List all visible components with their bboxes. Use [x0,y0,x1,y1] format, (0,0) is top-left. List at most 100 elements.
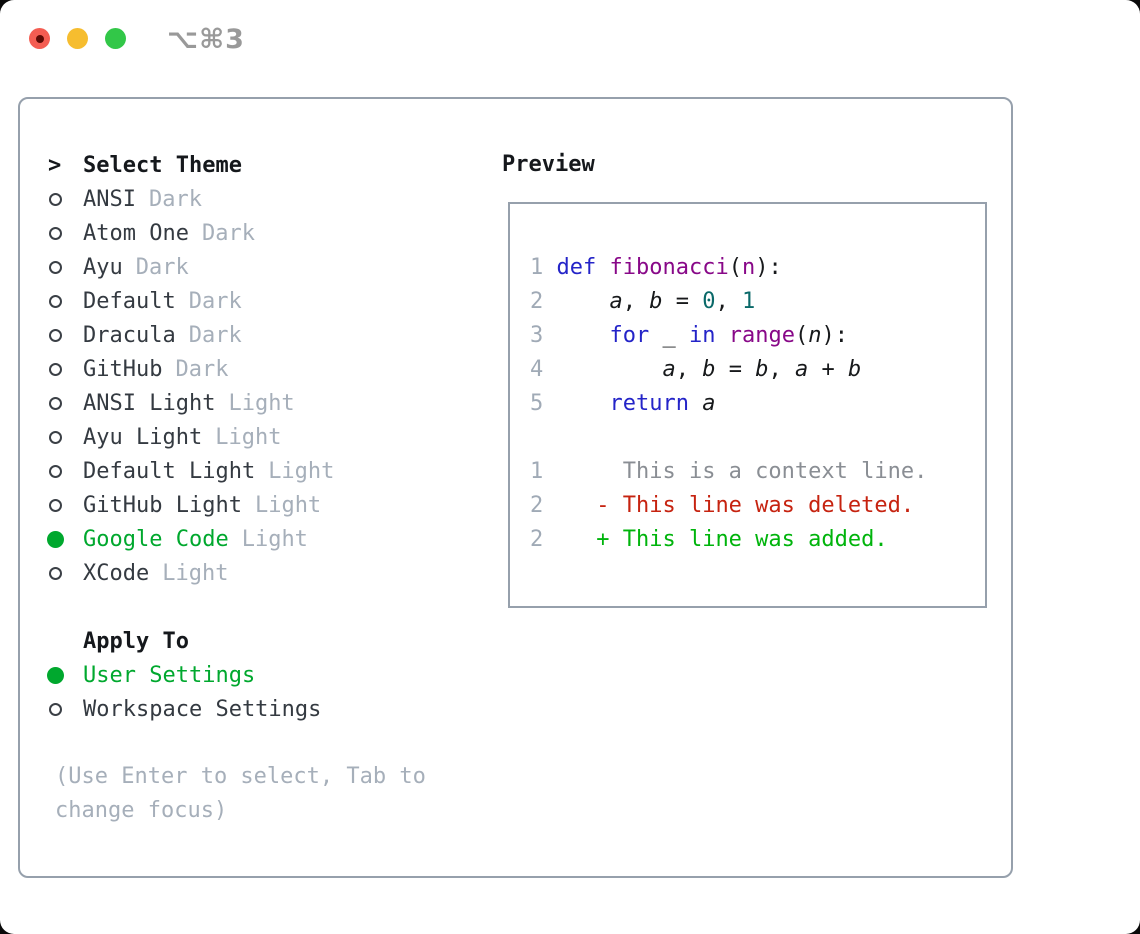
token-pln [557,289,610,314]
token-num: 5 [530,391,557,416]
radio-marker [47,666,83,684]
preview-line: 1 def fibonacci(n): [530,251,985,285]
theme-name: ANSI [83,186,136,212]
radio-marker [48,328,83,342]
theme-variant: Light [228,390,295,416]
radio-marker [48,566,83,580]
token-var: n [808,323,822,348]
token-pln [715,323,728,348]
theme-variant: Dark [188,322,242,348]
theme-name: Default [83,288,176,314]
token-add: + This line was added. [556,527,888,552]
token-var: b [847,357,862,382]
apply-option-user-settings[interactable]: User Settings [47,658,426,692]
token-var: a [702,391,716,416]
theme-option-default[interactable]: Default Dark [48,284,426,318]
token-var: b [755,357,769,382]
zoom-button[interactable] [105,28,126,49]
theme-option-ayu-light[interactable]: Ayu Light Light [48,420,426,454]
prompt-icon: > [48,152,62,178]
theme-name: Default Light [83,458,256,484]
token-num: 2 [530,527,557,552]
token-var: b [702,357,716,382]
theme-name: Ayu [83,254,123,280]
radio-marker [48,260,83,274]
token-kw: for [609,323,650,348]
radio-marker [48,430,83,444]
select-theme-header: > Select Theme [48,148,426,182]
theme-name: XCode [83,560,150,586]
token-ctx: This is a context line. [556,459,928,484]
minimize-button[interactable] [67,28,88,49]
window-title: ⌥⌘3 [167,24,245,55]
close-button[interactable] [29,28,50,49]
radio-marker [48,192,83,206]
radio-unselected-icon [49,260,62,274]
radio-unselected-icon [49,226,62,240]
help-text-line: (Use Enter to select, Tab to [55,764,426,789]
token-pln: ): [755,255,782,280]
token-num: 1 [530,255,557,280]
theme-name: GitHub Light [83,492,242,518]
radio-selected-icon [47,530,64,548]
token-var: a [609,289,623,314]
spacer [48,590,426,624]
token-lit: 1 [741,289,756,314]
token-var: b [649,289,663,314]
radio-unselected-icon [49,396,62,410]
radio-unselected-icon [49,430,62,444]
token-fn: n [741,255,756,280]
preview-line: 2 + This line was added. [530,523,985,557]
preview-line: 2 a, b = 0, 1 [530,285,985,319]
radio-unselected-icon [49,702,62,716]
radio-unselected-icon [49,328,62,342]
radio-marker [48,702,83,716]
preview-line: 5 return a [530,387,985,421]
preview-title: Preview [502,152,595,177]
help-text-line: change focus) [55,798,228,823]
radio-marker [47,530,83,548]
apply-to-title: Apply To [83,628,189,654]
token-pln: ( [728,255,742,280]
token-var: a [794,357,809,382]
token-kw: return [609,391,689,416]
token-pln [557,357,663,382]
apply-option-label: Workspace Settings [83,696,322,722]
apply-to-header: Apply To [48,624,426,658]
token-lit: 0 [702,289,716,314]
token-kw: in [688,323,716,348]
spacer [48,726,426,760]
theme-variant: Light [241,526,308,552]
theme-name: Ayu Light [83,424,203,450]
theme-variant: Dark [188,288,242,314]
radio-marker [48,294,83,308]
radio-selected-icon [47,666,64,684]
select-theme-title: Select Theme [83,152,242,178]
radio-unselected-icon [49,498,62,512]
radio-marker [48,464,83,478]
token-num: 3 [530,323,557,348]
preview-line [530,421,985,455]
theme-variant: Dark [175,356,229,382]
theme-option-xcode[interactable]: XCode Light [48,556,426,590]
apply-option-workspace-settings[interactable]: Workspace Settings [48,692,426,726]
theme-variant: Dark [201,220,255,246]
radio-marker [48,396,83,410]
theme-variant: Light [162,560,229,586]
token-pln: = [715,357,756,382]
theme-variant: Light [215,424,282,450]
token-pln [596,255,609,280]
